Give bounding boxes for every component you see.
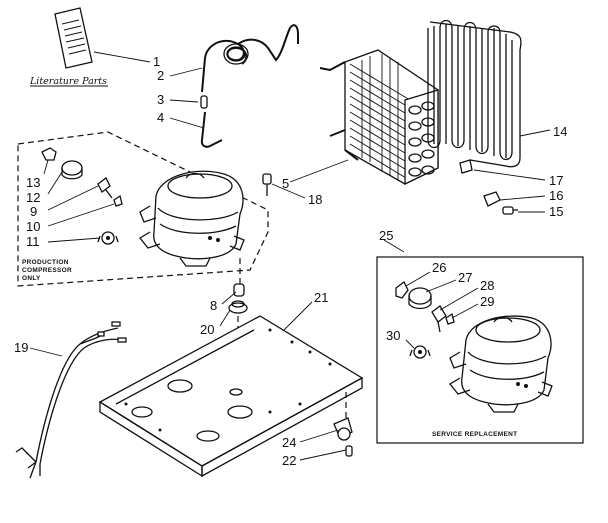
callout-3: 3 (157, 92, 164, 107)
relay-12 (61, 160, 83, 180)
service-grommet-30 (409, 345, 431, 359)
overload-clip-13 (41, 147, 57, 161)
evaporator-coil (427, 19, 522, 168)
service-compressor (449, 315, 553, 413)
service-overload-28 (431, 305, 447, 333)
callout-1: 1 (153, 54, 160, 69)
production-caption-line3: ONLY (22, 275, 41, 282)
service-caption: SERVICE REPLACEMENT (432, 431, 517, 438)
filter-drier (200, 95, 208, 109)
service-replacement-box (376, 256, 584, 444)
callout-28: 28 (480, 278, 494, 293)
grommet-8 (233, 283, 245, 297)
callout-26: 26 (432, 260, 446, 275)
callout-9: 9 (30, 204, 37, 219)
callout-21: 21 (314, 290, 328, 305)
literature-booklet (54, 7, 93, 69)
callout-16: 16 (549, 188, 563, 203)
wire-harness (15, 321, 127, 479)
clip-part-16 (483, 191, 501, 207)
callout-17: 17 (549, 173, 563, 188)
literature-parts-label: Literature Parts (29, 76, 107, 87)
grommet-20 (228, 300, 248, 314)
callout-8: 8 (210, 298, 217, 313)
callout-5: 5 (282, 176, 289, 191)
callout-15: 15 (549, 204, 563, 219)
grommet-11 (97, 231, 119, 245)
callout-29: 29 (480, 294, 494, 309)
service-relay-27 (408, 287, 432, 310)
service-clip-26 (395, 281, 409, 299)
screw-part-15 (502, 206, 518, 215)
callout-20: 20 (200, 322, 214, 337)
screw-18 (262, 173, 272, 196)
production-caption-line2: COMPRESSOR (22, 267, 72, 274)
callout-19: 19 (14, 340, 28, 355)
callout-18: 18 (308, 192, 322, 207)
callout-10: 10 (26, 219, 40, 234)
production-caption-line1: PRODUCTION (22, 259, 69, 266)
callout-24: 24 (282, 435, 296, 450)
callout-2: 2 (157, 68, 164, 83)
base-pan (98, 315, 364, 478)
caster-24 (333, 392, 353, 441)
cover-10 (113, 194, 123, 207)
bracket-part-17 (459, 159, 473, 174)
callout-12: 12 (26, 190, 40, 205)
callout-27: 27 (458, 270, 472, 285)
production-compressor (139, 170, 245, 267)
pin-22 (345, 445, 353, 457)
service-cover-29 (445, 312, 455, 325)
callout-11: 11 (26, 234, 40, 249)
condenser (319, 49, 439, 186)
callout-4: 4 (157, 110, 164, 125)
overload-9 (97, 177, 113, 199)
callout-22: 22 (282, 453, 296, 468)
suction-tube (200, 111, 223, 148)
callout-13: 13 (26, 175, 40, 190)
callout-30: 30 (386, 328, 400, 343)
capillary-tube (201, 24, 299, 93)
callout-14: 14 (553, 124, 567, 139)
callout-25: 25 (379, 228, 393, 243)
